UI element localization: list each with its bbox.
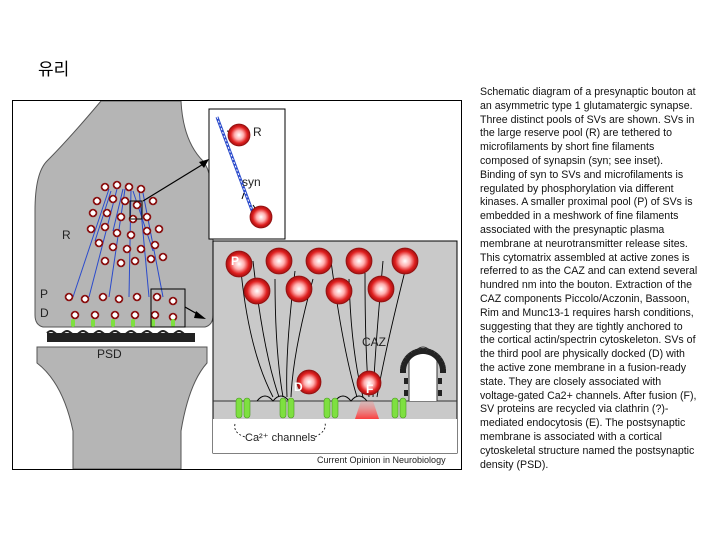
zoom-calcium-channel: [244, 398, 250, 418]
journal-credit: Current Opinion in Neurobiology: [317, 455, 446, 465]
zoom-vesicle: [346, 248, 372, 274]
vesicle: [71, 311, 80, 320]
postsynaptic-terminal: [37, 347, 207, 469]
vesicle: [147, 255, 156, 264]
zoom-calcium-channel: [280, 398, 286, 418]
zoom-vesicle: [306, 248, 332, 274]
label-psd: PSD: [97, 347, 122, 361]
label-docked-pool: D: [40, 306, 49, 320]
zoom-calcium-channel: [236, 398, 242, 418]
vesicle: [151, 311, 160, 320]
vesicle: [149, 197, 158, 206]
vesicle: [95, 239, 104, 248]
vesicle: [89, 209, 98, 218]
label-calcium-channels: Ca²⁺ channels: [245, 431, 316, 444]
zoom-vesicle: [266, 248, 292, 274]
vesicle: [113, 181, 122, 190]
vesicle: [99, 293, 108, 302]
zoom-calcium-channel: [324, 398, 330, 418]
vesicle: [131, 257, 140, 266]
label-reserve-pool-inset: R: [253, 125, 262, 139]
vesicle: [81, 295, 90, 304]
calcium-channel: [91, 319, 95, 327]
vesicle: [137, 245, 146, 254]
vesicle: [101, 223, 110, 232]
calcium-channel: [111, 319, 115, 327]
label-fusion: F: [366, 382, 373, 396]
vesicle: [101, 257, 110, 266]
vesicle: [153, 293, 162, 302]
zoom-calcium-channel: [400, 398, 406, 418]
vesicle: [109, 243, 118, 252]
postsynaptic-density: [47, 331, 195, 342]
zoom-vesicle: [286, 276, 312, 302]
vesicle: [137, 185, 146, 194]
vesicle: [131, 311, 140, 320]
vesicle: [125, 183, 134, 192]
vesicle: [143, 213, 152, 222]
vesicle: [115, 295, 124, 304]
clathrin-bead: [438, 390, 442, 396]
figure-caption: Schematic diagram of a presynaptic bouto…: [480, 86, 700, 472]
calcium-channel: [151, 319, 155, 327]
vesicle: [151, 241, 160, 250]
vesicle: [121, 197, 130, 206]
clathrin-bead: [404, 390, 408, 396]
clathrin-bead: [404, 378, 408, 384]
slide-title: 유리: [38, 55, 69, 80]
clathrin-bead: [440, 369, 446, 373]
vesicle: [93, 197, 102, 206]
vesicle: [155, 225, 164, 234]
vesicle: [91, 311, 100, 320]
inset-vesicle-reserve-top: [228, 124, 250, 146]
vesicle: [103, 209, 112, 218]
vesicle: [133, 201, 142, 210]
vesicle: [117, 259, 126, 268]
zoom-vesicle: [392, 248, 418, 274]
calcium-channel: [131, 319, 135, 327]
zoom-vesicle: [368, 276, 394, 302]
calcium-channel: [71, 319, 75, 327]
vesicle: [87, 225, 96, 234]
label-synapsin: syn: [242, 175, 261, 189]
inset-vesicle-reserve-bottom: [250, 206, 272, 228]
zoom-calcium-channel: [288, 398, 294, 418]
label-docked-pool-zoom: D: [294, 380, 303, 394]
vesicle: [109, 195, 118, 204]
label-proximal-pool: P: [40, 287, 48, 301]
vesicle: [101, 183, 110, 192]
synapse-figure: R P D PSD R syn P CAZ D F Ca²⁺ channels …: [12, 100, 462, 470]
label-caz: CAZ: [362, 335, 386, 349]
vesicle: [123, 245, 132, 254]
label-reserve-pool: R: [62, 228, 71, 242]
vesicle: [143, 227, 152, 236]
calcium-channel: [171, 319, 175, 327]
zoom-vesicle: [326, 278, 352, 304]
label-proximal-pool-zoom: P: [231, 254, 239, 268]
vesicle: [111, 311, 120, 320]
vesicle: [159, 253, 168, 262]
vesicle: [133, 293, 142, 302]
vesicle: [65, 293, 74, 302]
zoom-calcium-channel: [332, 398, 338, 418]
vesicle: [113, 229, 122, 238]
synapse-diagram: [13, 101, 461, 469]
zoom-vesicle: [244, 278, 270, 304]
vesicle: [127, 231, 136, 240]
vesicle: [169, 297, 178, 306]
zoom-calcium-channel: [392, 398, 398, 418]
vesicle: [117, 213, 126, 222]
clathrin-bead: [438, 378, 442, 384]
